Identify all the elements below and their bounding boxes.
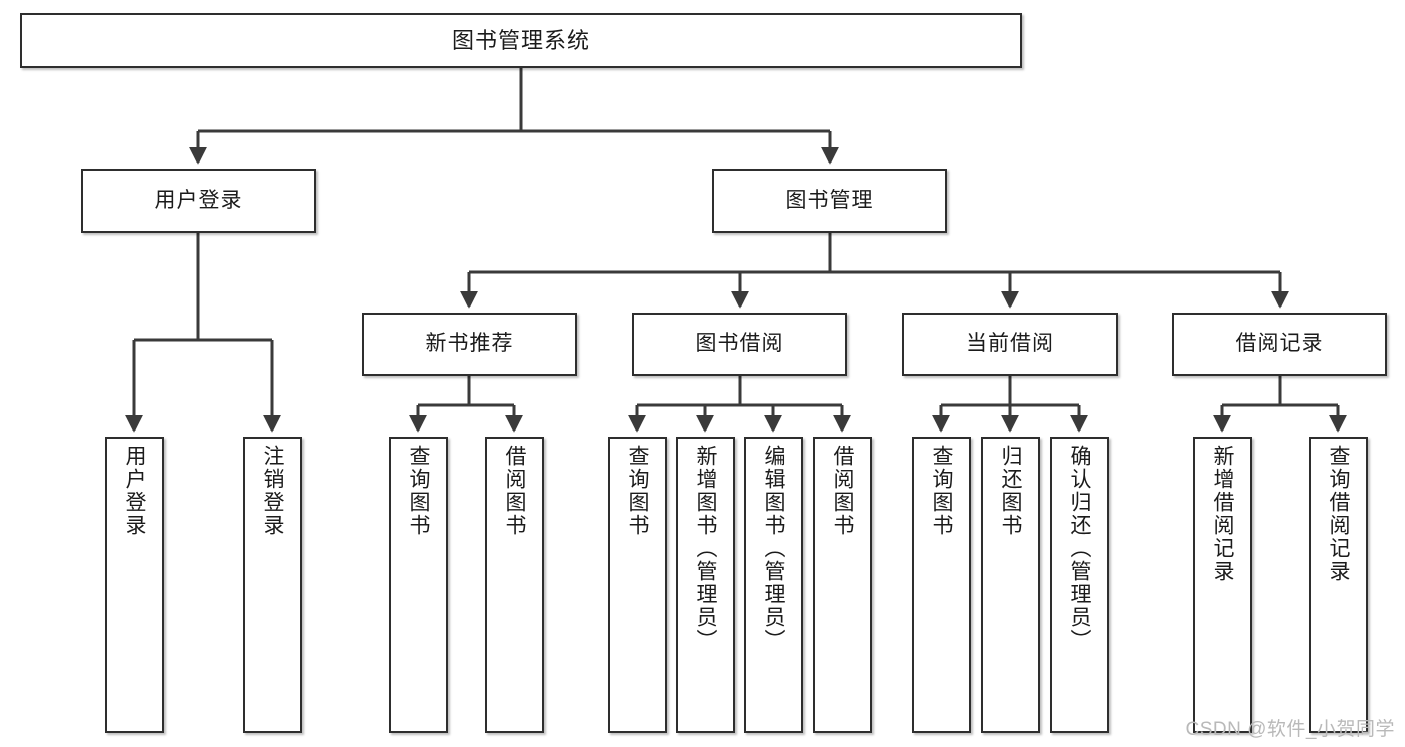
leaf-book-borrow-3-label: 编辑图书（管理员） xyxy=(762,445,785,652)
node-new-book-recommend-label: 新书推荐 xyxy=(425,332,514,356)
node-root[interactable]: 图书管理系统 xyxy=(20,13,1022,68)
leaf-book-borrow-4-label: 借阅图书 xyxy=(831,445,854,537)
node-current-borrow[interactable]: 当前借阅 xyxy=(902,313,1118,376)
leaf-book-borrow-1-label: 查询图书 xyxy=(626,445,649,537)
leaf-book-borrow-2[interactable]: 新增图书（管理员） xyxy=(676,437,735,733)
leaf-current-borrow-1[interactable]: 查询图书 xyxy=(912,437,971,733)
leaf-new-book-2[interactable]: 借阅图书 xyxy=(485,437,544,733)
leaf-book-borrow-3[interactable]: 编辑图书（管理员） xyxy=(744,437,803,733)
node-root-label: 图书管理系统 xyxy=(451,27,590,53)
leaf-user-login-1-label: 用户登录 xyxy=(123,445,146,537)
leaf-borrow-record-2[interactable]: 查询借阅记录 xyxy=(1309,437,1368,733)
leaf-borrow-record-1[interactable]: 新增借阅记录 xyxy=(1193,437,1252,733)
leaf-book-borrow-1[interactable]: 查询图书 xyxy=(608,437,667,733)
leaf-book-borrow-4[interactable]: 借阅图书 xyxy=(813,437,872,733)
leaf-book-borrow-2-label: 新增图书（管理员） xyxy=(694,445,717,652)
node-book-management[interactable]: 图书管理 xyxy=(712,169,947,233)
leaf-current-borrow-3-label: 确认归还（管理员） xyxy=(1068,445,1091,652)
leaf-user-login-2-label: 注销登录 xyxy=(261,445,284,537)
leaf-user-login-1[interactable]: 用户登录 xyxy=(105,437,164,733)
leaf-current-borrow-2-label: 归还图书 xyxy=(999,445,1022,537)
node-book-borrow-label: 图书借阅 xyxy=(695,332,784,356)
node-current-borrow-label: 当前借阅 xyxy=(966,332,1054,356)
node-user-login-label: 用户登录 xyxy=(154,188,243,212)
node-borrow-record-label: 借阅记录 xyxy=(1235,332,1324,356)
leaf-current-borrow-3[interactable]: 确认归还（管理员） xyxy=(1050,437,1109,733)
leaf-new-book-2-label: 借阅图书 xyxy=(503,445,526,537)
csdn-watermark: CSDN @软件_小贺同学 xyxy=(1185,719,1395,740)
node-new-book-recommend[interactable]: 新书推荐 xyxy=(362,313,577,376)
node-book-borrow[interactable]: 图书借阅 xyxy=(632,313,847,376)
leaf-current-borrow-1-label: 查询图书 xyxy=(930,445,953,537)
leaf-new-book-1[interactable]: 查询图书 xyxy=(389,437,448,733)
leaf-new-book-1-label: 查询图书 xyxy=(407,445,430,537)
leaf-user-login-2[interactable]: 注销登录 xyxy=(243,437,302,733)
leaf-borrow-record-1-label: 新增借阅记录 xyxy=(1211,445,1234,583)
leaf-borrow-record-2-label: 查询借阅记录 xyxy=(1327,445,1350,583)
leaf-current-borrow-2[interactable]: 归还图书 xyxy=(981,437,1040,733)
node-book-management-label: 图书管理 xyxy=(785,188,874,212)
node-borrow-record[interactable]: 借阅记录 xyxy=(1172,313,1387,376)
node-user-login[interactable]: 用户登录 xyxy=(81,169,316,233)
